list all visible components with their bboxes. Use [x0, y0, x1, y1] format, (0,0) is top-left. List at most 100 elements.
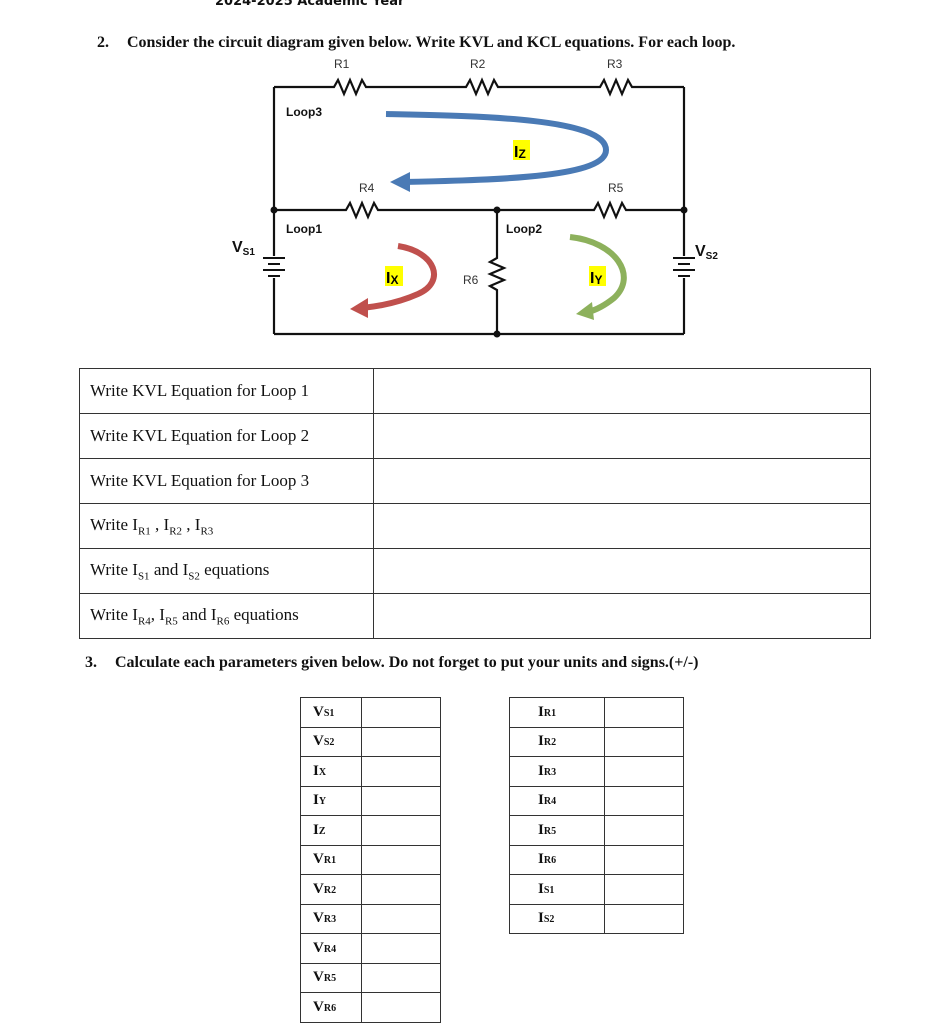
label-r3: R3 — [607, 57, 623, 71]
table-row: VS2 — [300, 726, 441, 757]
param-right-label: IS1 — [509, 874, 605, 905]
table-row: VR1 — [300, 844, 441, 875]
iz-arrow — [385, 111, 610, 185]
param-left-label: VR4 — [300, 933, 362, 964]
currents-source-answer[interactable] — [373, 548, 871, 594]
param-left-label: VR3 — [300, 903, 362, 934]
header-academic-year: 2024-2025 Academic Year — [215, 0, 405, 9]
kvl-kcl-table: Write KVL Equation for Loop 1 Write KVL … — [79, 368, 871, 639]
table-row: IY — [300, 785, 441, 816]
label-loop2: Loop2 — [506, 222, 542, 236]
question-2-text: Consider the circuit diagram given below… — [127, 34, 736, 51]
param-left-label: VS1 — [300, 697, 362, 728]
table-row: VR2 — [300, 874, 441, 905]
ix-arrow — [361, 243, 437, 311]
param-left-value-cell[interactable] — [361, 962, 441, 993]
label-ix: IX — [386, 270, 398, 287]
param-right-label: IR1 — [509, 697, 605, 728]
param-right-value-cell[interactable] — [604, 844, 684, 875]
param-right-value-cell[interactable] — [604, 785, 684, 816]
param-right-label: IS2 — [509, 903, 605, 934]
param-right-value-cell[interactable] — [604, 903, 684, 934]
param-right-value-cell[interactable] — [604, 874, 684, 905]
table-row: VR5 — [300, 962, 441, 993]
currents-source-prompt: Write IS1 and IS2 equations — [79, 548, 374, 594]
table-row: IR3 — [509, 756, 684, 787]
param-left-label: VR1 — [300, 844, 362, 875]
label-r4: R4 — [359, 181, 375, 195]
question-3: 3. Calculate each parameters given below.… — [85, 654, 698, 672]
table-row: Write IR1 , IR2 , IR3 — [79, 503, 871, 549]
table-row: IR1 — [509, 697, 684, 728]
param-right-label: IR5 — [509, 815, 605, 846]
table-row: IR5 — [509, 815, 684, 846]
param-left-value-cell[interactable] — [361, 992, 441, 1023]
label-loop3: Loop3 — [286, 105, 322, 119]
param-left-label: IX — [300, 756, 362, 787]
question-3-text: Calculate each parameters given below. D… — [115, 654, 699, 671]
table-row: VS1 — [300, 697, 441, 728]
table-row: VR3 — [300, 903, 441, 934]
label-r5: R5 — [608, 181, 624, 195]
table-row: IR2 — [509, 726, 684, 757]
question-3-number: 3. — [85, 654, 97, 671]
question-2-number: 2. — [97, 34, 109, 51]
param-left-label: VR2 — [300, 874, 362, 905]
param-left-value-cell[interactable] — [361, 756, 441, 787]
kvl-loop2-prompt: Write KVL Equation for Loop 2 — [79, 413, 374, 459]
circuit-diagram: R1 R2 R3 R4 R5 R6 Loop3 Loop1 Loop2 VS1 … — [232, 57, 718, 338]
kvl-loop3-prompt: Write KVL Equation for Loop 3 — [79, 458, 374, 504]
param-right-value-cell[interactable] — [604, 726, 684, 757]
param-left-value-cell[interactable] — [361, 785, 441, 816]
param-right-value-cell[interactable] — [604, 756, 684, 787]
param-right-label: IR4 — [509, 785, 605, 816]
param-right-label: IR2 — [509, 726, 605, 757]
param-right-label: IR6 — [509, 844, 605, 875]
param-left-value-cell[interactable] — [361, 697, 441, 728]
currents-r123-answer[interactable] — [373, 503, 871, 549]
kvl-loop1-prompt: Write KVL Equation for Loop 1 — [79, 368, 374, 414]
table-row: IR6 — [509, 844, 684, 875]
table-row: Write IR4, IR5 and IR6 equations — [79, 593, 871, 639]
label-r1: R1 — [334, 57, 350, 71]
currents-r456-answer[interactable] — [373, 593, 871, 639]
param-left-value-cell[interactable] — [361, 815, 441, 846]
param-left-label: VS2 — [300, 726, 362, 757]
table-row: Write KVL Equation for Loop 1 — [79, 368, 871, 414]
param-right-value-cell[interactable] — [604, 815, 684, 846]
table-row: Write KVL Equation for Loop 2 — [79, 413, 871, 459]
label-r2: R2 — [470, 57, 486, 71]
currents-r123-prompt: Write IR1 , IR2 , IR3 — [79, 503, 374, 549]
param-left-value-cell[interactable] — [361, 903, 441, 934]
label-vs1: VS1 — [232, 239, 255, 258]
table-row: IZ — [300, 815, 441, 846]
kvl-loop3-answer[interactable] — [373, 458, 871, 504]
table-row: Write IS1 and IS2 equations — [79, 548, 871, 594]
param-left-label: VR5 — [300, 962, 362, 993]
table-row: VR4 — [300, 933, 441, 964]
table-row: VR6 — [300, 992, 441, 1023]
param-right-label: IR3 — [509, 756, 605, 787]
param-left-label: VR6 — [300, 992, 362, 1023]
param-left-value-cell[interactable] — [361, 874, 441, 905]
param-left-label: IZ — [300, 815, 362, 846]
label-iy: IY — [590, 270, 602, 287]
table-row: IR4 — [509, 785, 684, 816]
label-loop1: Loop1 — [286, 222, 322, 236]
iy-arrow — [569, 234, 627, 315]
param-left-label: IY — [300, 785, 362, 816]
currents-r456-prompt: Write IR4, IR5 and IR6 equations — [79, 593, 374, 639]
label-iz: IZ — [514, 144, 526, 161]
param-left-value-cell[interactable] — [361, 844, 441, 875]
table-row: IS2 — [509, 903, 684, 934]
table-row: Write KVL Equation for Loop 3 — [79, 458, 871, 504]
param-right-value-cell[interactable] — [604, 697, 684, 728]
param-left-value-cell[interactable] — [361, 933, 441, 964]
param-left-value-cell[interactable] — [361, 726, 441, 757]
kvl-loop2-answer[interactable] — [373, 413, 871, 459]
table-row: IS1 — [509, 874, 684, 905]
label-r6: R6 — [463, 273, 479, 287]
kvl-loop1-answer[interactable] — [373, 368, 871, 414]
table-row: IX — [300, 756, 441, 787]
